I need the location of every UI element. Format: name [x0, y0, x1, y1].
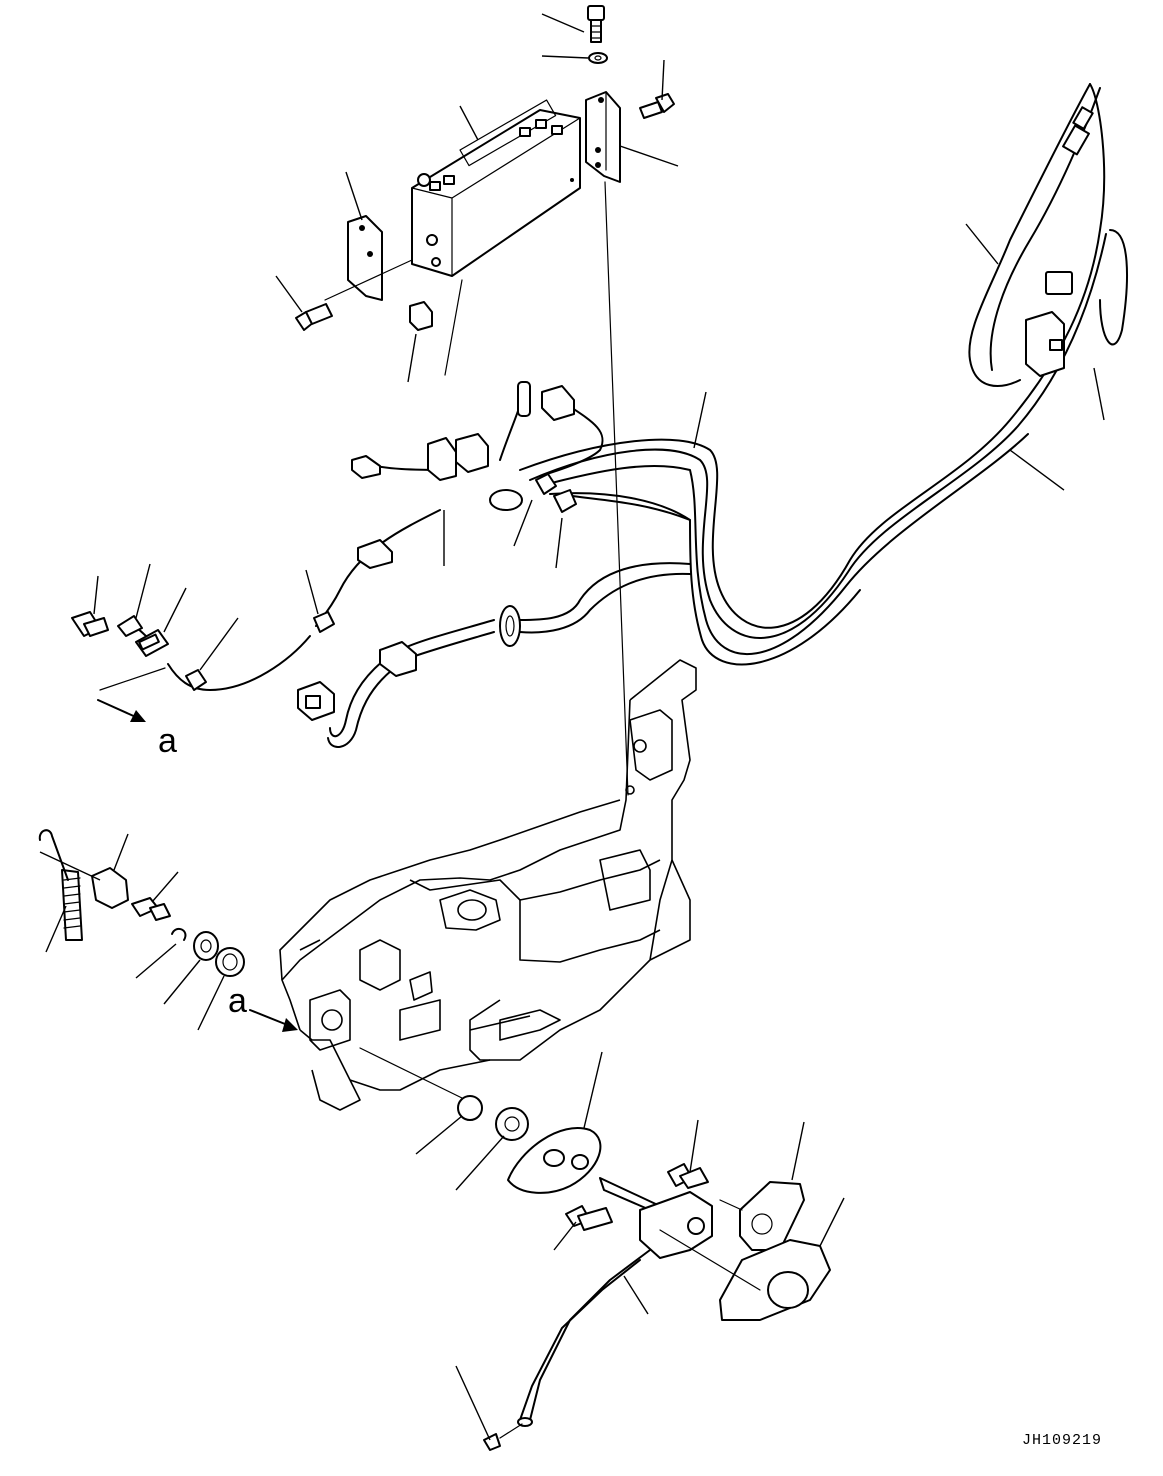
right-bracket [585, 91, 621, 183]
leader-lines [39, 13, 1105, 1441]
bracket-to-frame-line [604, 181, 629, 796]
sensor-parts [71, 611, 207, 722]
drawing-code: JH109219 [1022, 1432, 1102, 1449]
seat-frame [279, 659, 697, 1111]
wiring-harness [123, 83, 1128, 748]
lever-assembly [359, 1047, 831, 1451]
arrow-a-upper-label: a [158, 722, 177, 760]
controller-unit [411, 99, 581, 277]
unit-to-harness-line [444, 279, 463, 376]
right-screw [639, 93, 675, 119]
spring-parts [38, 829, 298, 1032]
arrow-a-lower-label: a [228, 982, 247, 1020]
left-screw [295, 303, 333, 331]
small-clip-block [409, 301, 433, 331]
left-bracket [347, 215, 383, 301]
screw-align-line [324, 259, 413, 301]
harness-connectors [297, 106, 1094, 721]
top-washer [588, 52, 608, 64]
top-bolt [587, 5, 605, 43]
